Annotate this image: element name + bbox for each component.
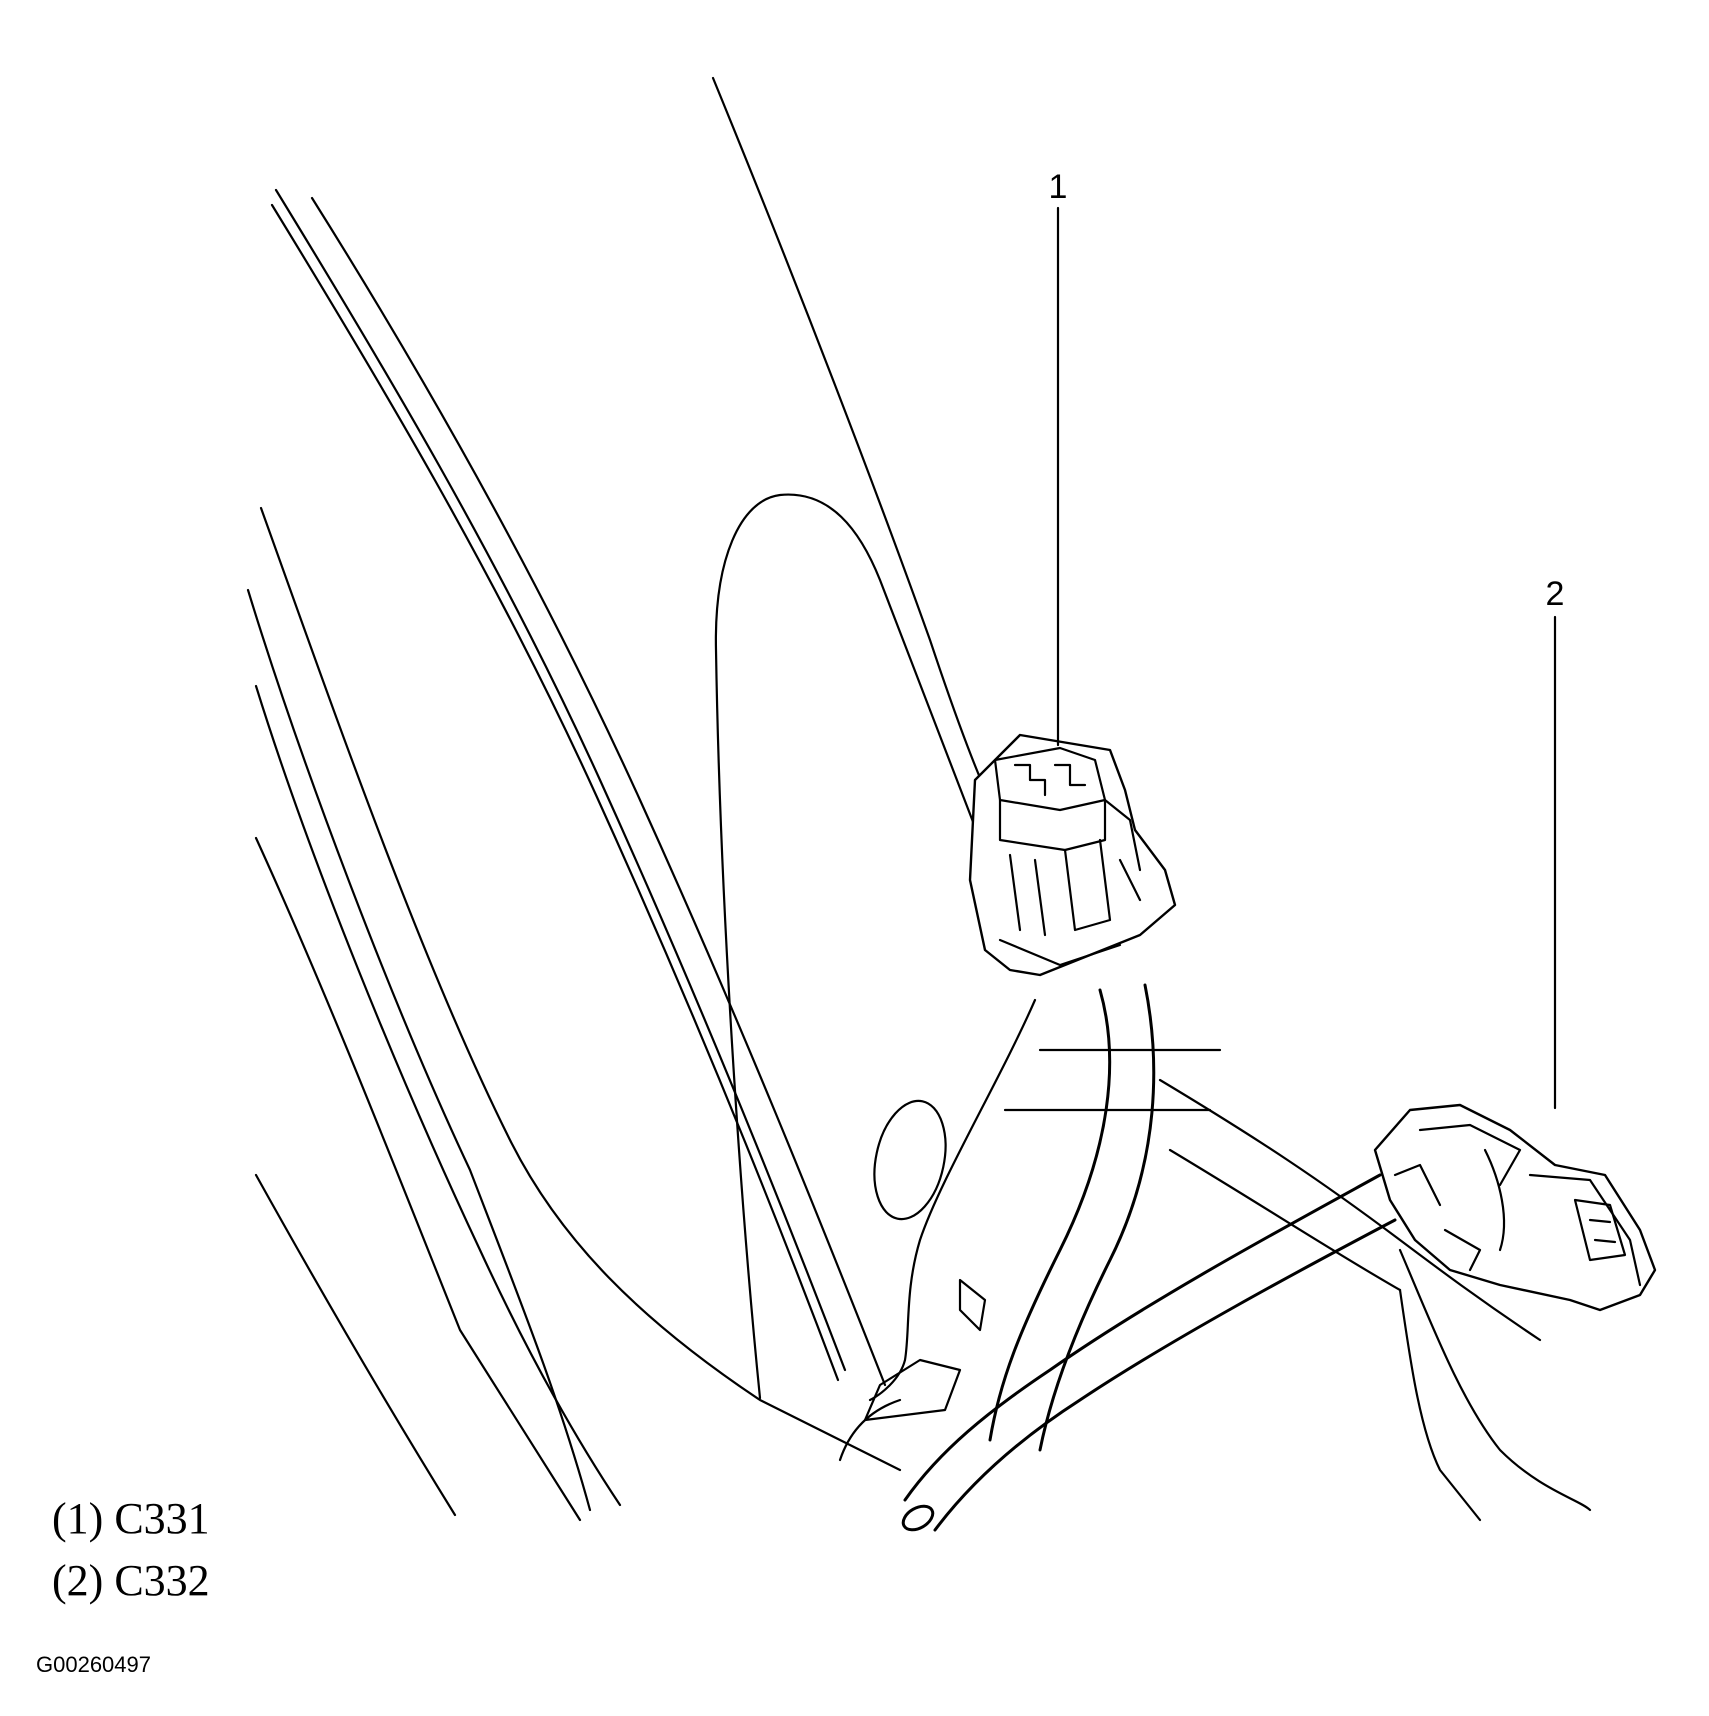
callout-1: 1 bbox=[1049, 168, 1068, 747]
legend-row-1: (1) C331 bbox=[52, 1488, 210, 1550]
figure-id: G00260497 bbox=[36, 1652, 151, 1677]
connector-c332 bbox=[1373, 1103, 1657, 1312]
legend-row-2: (2) C332 bbox=[52, 1550, 210, 1612]
body-panel-lines bbox=[246, 76, 992, 1522]
callout-1-number: 1 bbox=[1049, 168, 1068, 206]
connector-legend: (1) C331 (2) C332 bbox=[52, 1488, 210, 1612]
callout-2: 2 bbox=[1546, 575, 1565, 1110]
connector-c331 bbox=[968, 733, 1177, 977]
callout-2-number: 2 bbox=[1546, 575, 1565, 613]
wiring-harness bbox=[838, 983, 1397, 1532]
legend-code-1: C331 bbox=[114, 1494, 210, 1543]
legend-key-2: (2) bbox=[52, 1556, 104, 1605]
legend-code-2: C332 bbox=[114, 1556, 210, 1605]
inner-panel-outline bbox=[714, 493, 1592, 1522]
legend-key-1: (1) bbox=[52, 1494, 104, 1543]
